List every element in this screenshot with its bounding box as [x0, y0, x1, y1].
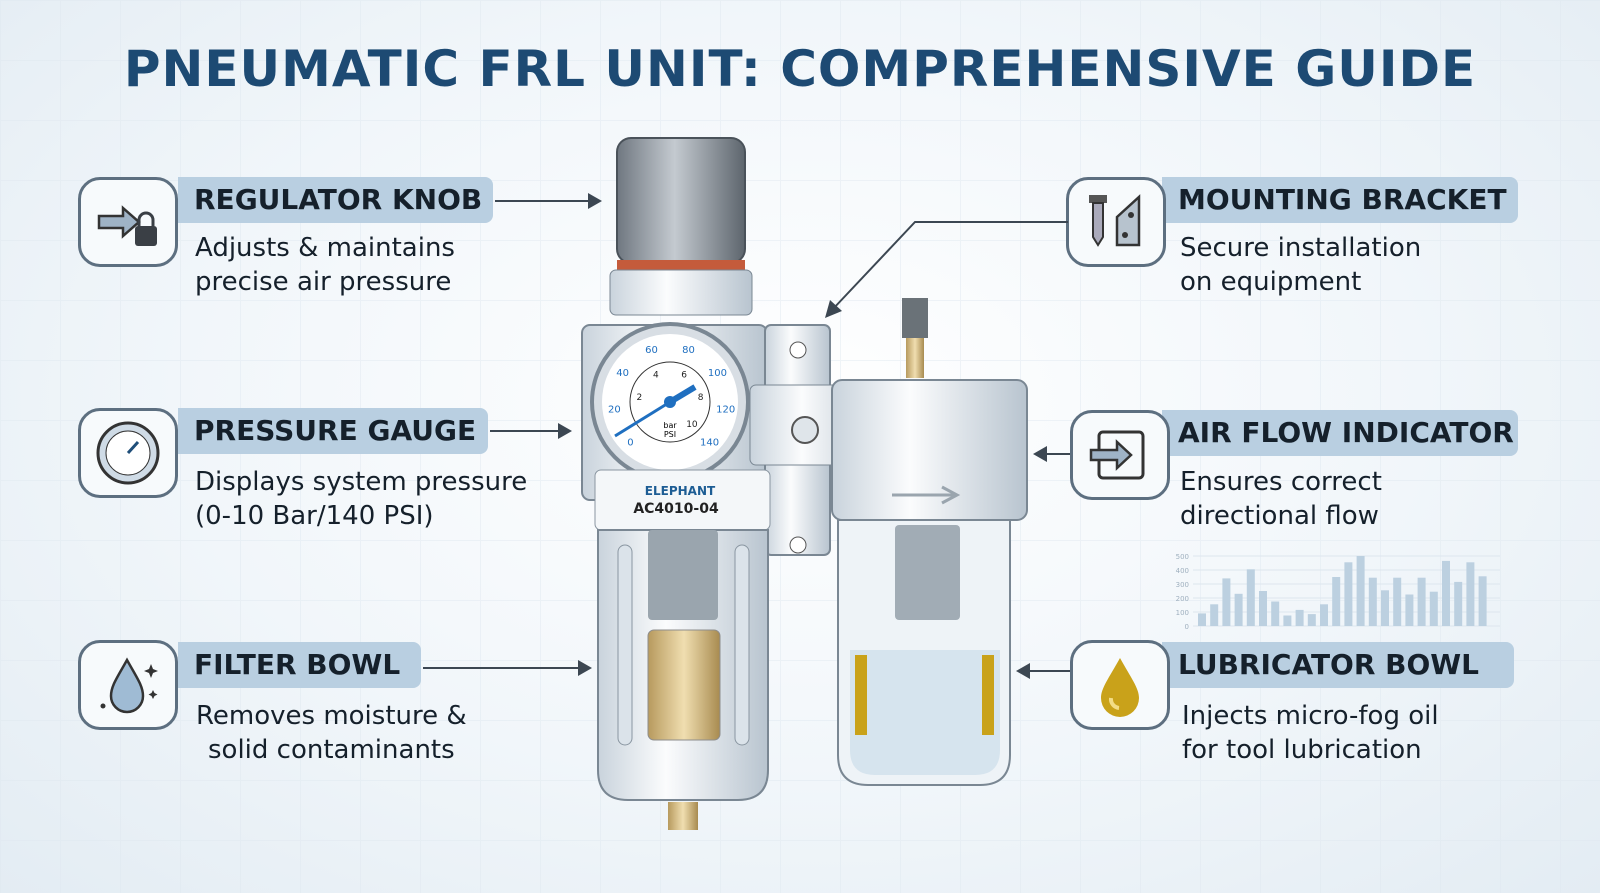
arrow-to-filter — [423, 660, 592, 676]
gauge-psi-tick: 100 — [708, 368, 727, 379]
gauge-icon — [78, 408, 178, 498]
lubricator — [831, 298, 1028, 786]
gauge-psi-tick: 40 — [616, 368, 629, 379]
gauge-psi-tick: 120 — [716, 404, 735, 415]
decor-chart-bar — [1246, 569, 1255, 626]
decor-chart-bar — [1198, 613, 1206, 626]
gauge-bar-tick: 6 — [681, 370, 687, 380]
decor-chart-bar — [1454, 581, 1463, 626]
regulator-knob — [609, 137, 753, 316]
pressure-gauge: 0 20 40 60 80 100 120 140 2 4 6 8 10 bar PSI — [590, 322, 750, 482]
decor-chart-bar — [1259, 591, 1267, 626]
regulator-desc-line1: Adjusts & maintains — [195, 233, 455, 263]
gauge-desc-line2: (0-10 Bar/140 PSI) — [195, 501, 434, 531]
filter-desc-line2: solid contaminants — [208, 735, 455, 765]
decor-chart-bar — [1393, 577, 1402, 626]
arrow-to-lubricator — [1016, 663, 1070, 679]
arrow-to-airflow — [1033, 446, 1070, 462]
airflow-desc-line2: directional flow — [1180, 501, 1379, 531]
gauge-bar-tick: 4 — [653, 370, 659, 380]
gauge-unit-bar: bar — [663, 421, 677, 430]
decor-chart-bar — [1344, 562, 1353, 626]
gauge-bar-tick: 2 — [637, 393, 643, 403]
bracket-desc-line1: Secure installation — [1180, 233, 1422, 263]
gauge-psi-tick: 140 — [700, 438, 719, 449]
decor-chart-bar — [1283, 615, 1292, 626]
lubricator-desc-line2: for tool lubrication — [1182, 735, 1422, 765]
gauge-psi-tick: 60 — [645, 345, 658, 356]
water-drop-icon — [78, 640, 178, 730]
decor-chart-bar — [1405, 594, 1414, 626]
arrow-to-gauge — [490, 423, 572, 439]
arrow-to-bracket — [825, 221, 1068, 318]
decor-chart-ytick: 100 — [1176, 609, 1189, 617]
arrow-to-knob — [495, 193, 602, 209]
screw-bracket-icon — [1066, 177, 1166, 267]
arrow-box-icon — [1070, 410, 1170, 500]
decor-chart-bar — [1442, 560, 1450, 626]
decor-chart-bar — [1466, 562, 1475, 626]
filter-desc-line1: Removes moisture & — [196, 701, 467, 731]
decor-chart-bar — [1478, 576, 1487, 626]
regulator-desc-line2: precise air pressure — [195, 267, 452, 297]
decor-chart-bar — [1320, 604, 1328, 626]
decor-chart-bar — [1234, 593, 1243, 626]
bracket-desc-line2: on equipment — [1180, 267, 1362, 297]
gauge-desc-line1: Displays system pressure — [195, 467, 528, 497]
page-title: PNEUMATIC FRL UNIT: COMPREHENSIVE GUIDE — [123, 40, 1477, 98]
filter-bowl-label: FILTER BOWL — [178, 642, 421, 688]
regulator-knob-label: REGULATOR KNOB — [178, 177, 493, 223]
filter-bowl — [597, 529, 769, 830]
oil-drop-icon — [1070, 640, 1170, 730]
decor-chart-ytick: 400 — [1176, 567, 1189, 575]
decor-chart-ytick: 200 — [1176, 595, 1189, 603]
gauge-psi-tick: 80 — [682, 345, 695, 356]
decor-chart-bar — [1210, 604, 1219, 626]
model-label: AC4010-04 — [633, 501, 719, 517]
brand-label: ELEPHANT — [645, 484, 716, 498]
decor-chart-bar — [1332, 577, 1341, 626]
decor-chart-ytick: 0 — [1185, 623, 1189, 631]
decor-chart-bar — [1307, 614, 1316, 626]
decor-chart-bar — [1222, 578, 1231, 626]
decor-chart-bar — [1368, 577, 1377, 626]
airflow-desc-line1: Ensures correct — [1180, 467, 1382, 497]
decor-chart-bar — [1429, 591, 1438, 626]
gauge-psi-tick: 0 — [627, 438, 633, 449]
lubricator-desc-line1: Injects micro-fog oil — [1182, 701, 1439, 731]
decor-chart-bar — [1417, 577, 1426, 626]
frl-unit-illustration: 0 20 40 60 80 100 120 140 2 4 6 8 10 bar PSI ELEPHA… — [581, 137, 1028, 830]
gauge-psi-tick: 20 — [608, 404, 621, 415]
decor-bar-chart: 500 400 300 200 100 0 — [1176, 553, 1500, 631]
decor-chart-ytick: 300 — [1176, 581, 1189, 589]
decor-chart-ytick: 500 — [1176, 553, 1189, 561]
gauge-bar-tick: 10 — [686, 420, 698, 430]
decor-chart-bar — [1271, 601, 1280, 626]
lubricator-bowl-label: LUBRICATOR BOWL — [1162, 642, 1514, 688]
mounting-bracket-label: MOUNTING BRACKET — [1162, 177, 1518, 223]
gauge-bar-tick: 8 — [698, 393, 704, 403]
gauge-unit-psi: PSI — [664, 430, 676, 439]
decor-chart-bar — [1295, 609, 1304, 626]
pressure-gauge-label: PRESSURE GAUGE — [178, 408, 488, 454]
decor-chart-bar — [1356, 556, 1365, 626]
decor-chart-bar — [1381, 590, 1389, 626]
air-flow-indicator-label: AIR FLOW INDICATOR — [1162, 410, 1518, 456]
arrow-lock-icon — [78, 177, 178, 267]
